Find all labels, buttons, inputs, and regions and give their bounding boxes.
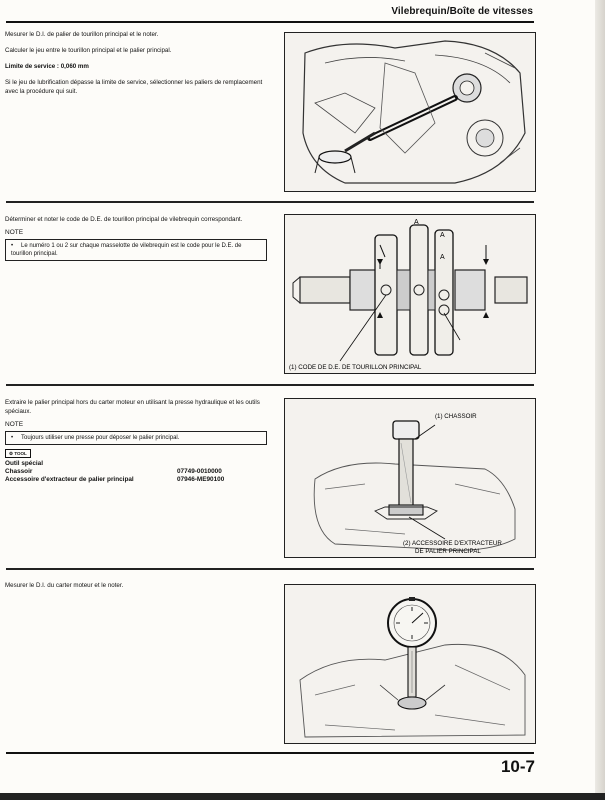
stamp-letter-1: A <box>414 219 419 226</box>
tool-row: Chassoir 07749-0010000 <box>5 468 267 476</box>
section-4-paragraph: Mesurer le D.I. du carter moteur et le n… <box>5 582 124 589</box>
page-header-title: Vilebrequin/Boîte de vitesses <box>391 6 533 17</box>
crankshaft-illustration: A A A (1) CODE DE D.E. DE TOURILLON PRIN… <box>289 219 528 371</box>
figure-bearing-press: (1) CHASSOIR (2) ACCESSOIRE D'EXTRACTEUR… <box>284 398 536 558</box>
section-divider-1 <box>6 201 534 203</box>
tools-heading: Outil spécial <box>5 460 267 468</box>
dial-gauge-illustration <box>299 597 526 738</box>
section-1-paragraph-3: Si le jeu de lubrification dépasse la li… <box>5 79 263 95</box>
figure-dial-gauge-measurement <box>284 584 536 744</box>
callout-bearing-remover-line-1: (2) ACCESSOIRE D'EXTRACTEUR <box>403 540 502 547</box>
service-limit: Limite de service : 0,060 mm <box>5 63 89 70</box>
scan-bottom-edge <box>0 793 605 800</box>
stamp-letter-3: A <box>440 254 445 261</box>
crankcase-bore-gauge-illustration <box>302 40 526 184</box>
section-1-text: Mesurer le D.I. de palier de tourillon p… <box>5 30 267 103</box>
page-edge-shadow <box>595 0 605 800</box>
callout-driver: (1) CHASSOIR <box>435 413 477 420</box>
section-2-note-label: NOTE <box>5 229 24 236</box>
page-number: 10-7 <box>500 757 535 776</box>
section-3-paragraph: Extraire le palier principal hors du car… <box>5 399 260 415</box>
section-4-text: Mesurer le D.I. du carter moteur et le n… <box>5 581 267 597</box>
section-1-paragraph-2: Calculer le jeu entre le tourillon princ… <box>5 47 172 54</box>
section-2-paragraph: Déterminer et noter le code de D.E. de t… <box>5 216 243 223</box>
figure-bore-gauge-measurement <box>284 32 536 192</box>
press-driver-illustration: (1) CHASSOIR (2) ACCESSOIRE D'EXTRACTEUR… <box>313 413 516 555</box>
tools-heading-text: Outil spécial <box>5 460 44 467</box>
tool-badge-label: TOOL <box>14 451 27 456</box>
section-2-text: Déterminer et noter le code de D.E. de t… <box>5 215 267 261</box>
tool-code: 07749-0010000 <box>177 468 222 475</box>
header-rule <box>6 21 534 23</box>
tool-name: Chassoir <box>5 468 33 475</box>
stamp-letter-2: A <box>440 232 445 239</box>
bullet-icon: • <box>11 243 14 249</box>
section-3-note-label: NOTE <box>5 421 24 428</box>
callout-bearing-remover-line-2: DE PALIER PRINCIPAL <box>415 548 481 555</box>
tool-name: Accessoire d'extracteur de palier princi… <box>5 476 134 483</box>
tool-code: 07946-ME90100 <box>177 476 225 483</box>
section-2-note-text: Le numéro 1 ou 2 sur chaque masselotte d… <box>11 243 242 257</box>
special-tool-badge: ⚙ TOOL <box>5 449 31 458</box>
section-2-note-box: •Le numéro 1 ou 2 sur chaque masselotte … <box>5 239 267 261</box>
section-divider-2 <box>6 384 534 386</box>
tool-icon: ⚙ <box>9 451 14 456</box>
section-divider-3 <box>6 568 534 570</box>
figure-2-callout: (1) CODE DE D.E. DE TOURILLON PRINCIPAL <box>289 364 422 371</box>
section-3-note-box: • Toujours utiliser une presse pour dépos… <box>5 431 267 445</box>
section-3-note-text: Toujours utiliser une presse pour dépose… <box>21 435 180 441</box>
section-3-text: Extraire le palier principal hors du car… <box>5 398 267 484</box>
figure-crankshaft-journal-codes: A A A (1) CODE DE D.E. DE TOURILLON PRIN… <box>284 214 536 374</box>
section-1-paragraph-1: Mesurer le D.I. de palier de tourillon p… <box>5 31 159 38</box>
footer-rule <box>6 752 534 754</box>
bullet-icon: • <box>11 435 14 441</box>
tool-row: Accessoire d'extracteur de palier princi… <box>5 476 267 484</box>
